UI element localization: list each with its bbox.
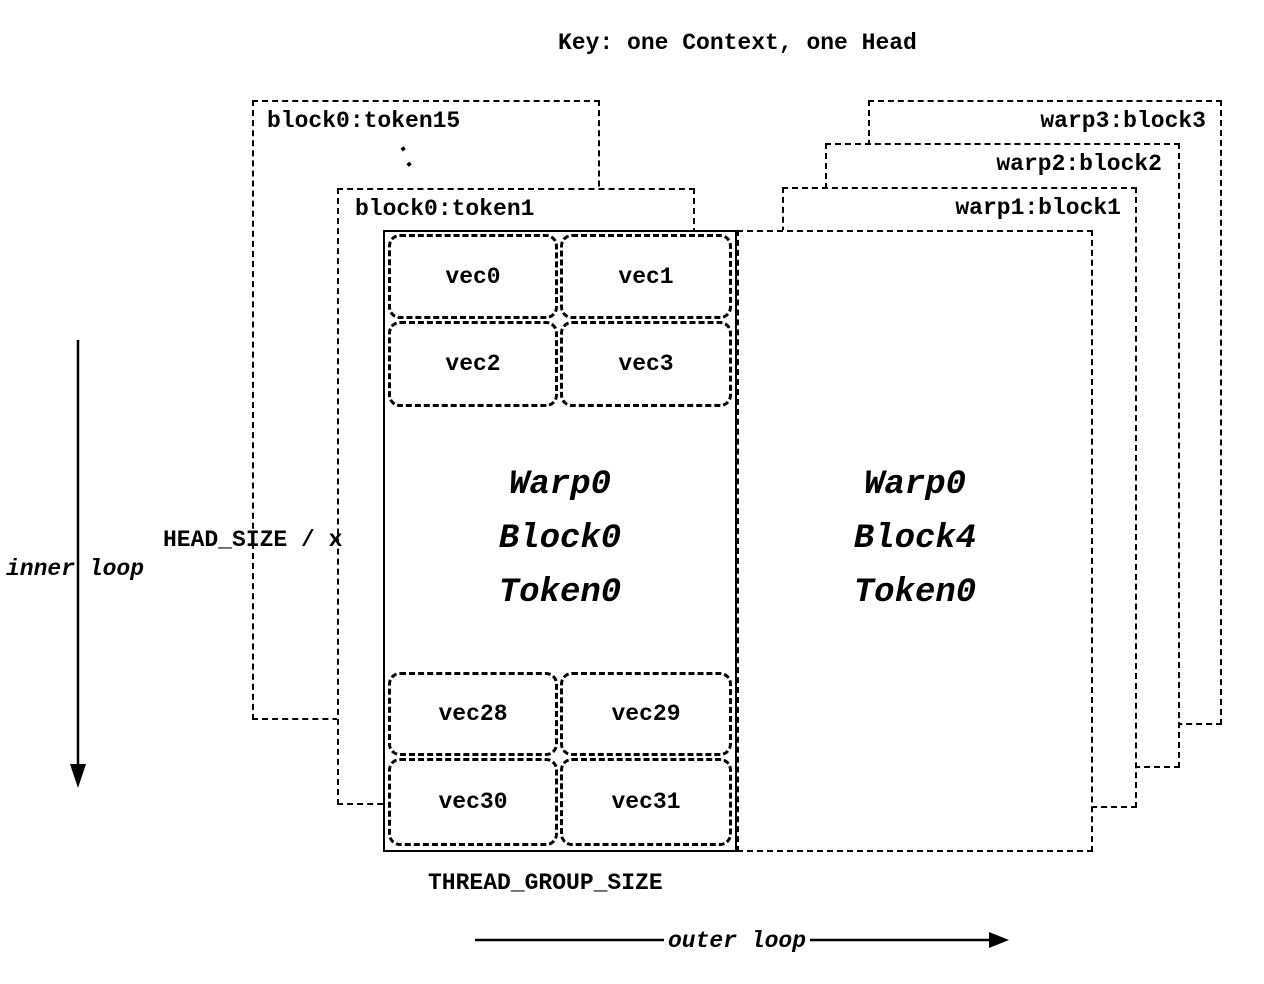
block4-title-line-1: Warp0	[863, 466, 967, 504]
vec3-box: vec3	[560, 321, 732, 407]
block0-title-line-1: Warp0	[508, 466, 612, 504]
warp1-block1-label: warp1:block1	[955, 195, 1121, 221]
diagram-title: Key: one Context, one Head	[558, 30, 917, 56]
inner-loop-label: inner loop	[6, 556, 145, 582]
vec0-box: vec0	[388, 234, 558, 319]
block4-title-line-3: Token0	[853, 574, 977, 612]
warp2-block2-label: warp2:block2	[996, 151, 1162, 177]
vec29-box: vec29	[560, 672, 732, 756]
block0-title-line-3: Token0	[498, 574, 622, 612]
inner-loop-arrow	[70, 340, 86, 788]
vec28-box: vec28	[388, 672, 558, 756]
block4-title: Warp0 Block4 Token0	[739, 458, 1091, 620]
block0-token15-label: block0:token15	[267, 108, 461, 134]
vec30-label: vec30	[438, 789, 508, 815]
block4-title-line-2: Block4	[853, 520, 977, 558]
block0-title: Warp0 Block0 Token0	[385, 458, 735, 620]
vec0-label: vec0	[445, 263, 501, 290]
thread-group-size-label: THREAD_GROUP_SIZE	[428, 870, 663, 896]
vec1-box: vec1	[560, 234, 732, 319]
vec2-box: vec2	[388, 321, 558, 407]
outer-loop-label: outer loop	[664, 928, 811, 954]
vec30-box: vec30	[388, 758, 558, 846]
block0-title-line-2: Block0	[498, 520, 622, 558]
vec2-label: vec2	[445, 351, 501, 377]
warp0-block4-token0-box: Warp0 Block4 Token0	[737, 230, 1093, 852]
warp3-block3-label: warp3:block3	[1040, 108, 1206, 134]
vec28-label: vec28	[438, 701, 508, 727]
vec3-label: vec3	[618, 351, 674, 377]
vec1-label: vec1	[618, 263, 674, 290]
vec31-label: vec31	[611, 789, 681, 815]
block0-token1-label: block0:token1	[355, 196, 535, 222]
head-size-label: HEAD_SIZE / x	[163, 527, 343, 553]
warp0-block0-token0-box: vec0 vec1 vec2 vec3 Warp0 Block0 Token0 …	[383, 230, 737, 852]
vec29-label: vec29	[611, 701, 681, 727]
vec31-box: vec31	[560, 758, 732, 846]
